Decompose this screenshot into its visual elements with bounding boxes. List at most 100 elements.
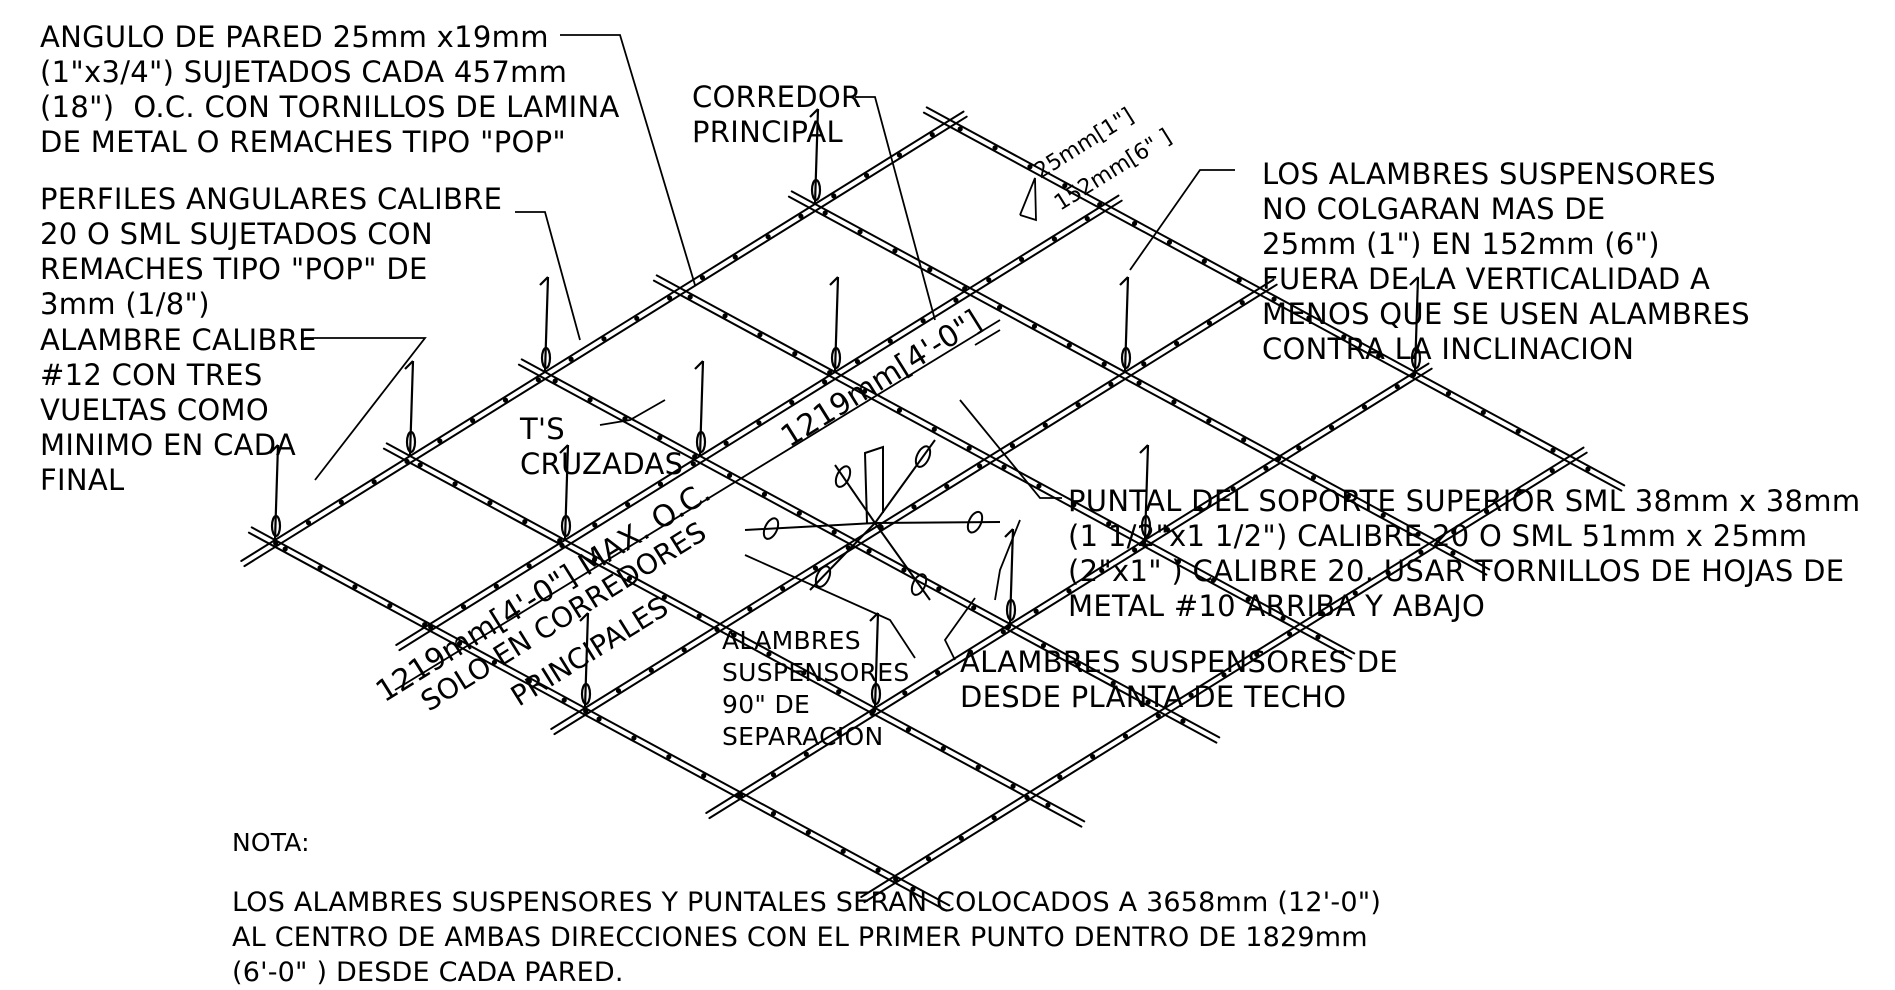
cross-tee-0-slot (831, 193, 837, 199)
main-runner-3-slot (1280, 615, 1286, 621)
cross-tee-3-slot (1033, 608, 1039, 614)
cross-tee-0-slot (863, 172, 870, 179)
cross-tee-3-slot (1394, 383, 1400, 390)
main-runner-2-slot (796, 510, 802, 516)
hanger-wire-hook-2 (694, 360, 704, 370)
cross-tee-0-slot (404, 458, 410, 465)
main-runner-4-slot (822, 210, 828, 216)
cross-tee-3-slot (902, 690, 908, 696)
label-alambres-separacion: ALAMBRES SUSPENSORES 90" DE SEPARACION (722, 626, 910, 751)
top-support-strut (744, 439, 1001, 601)
cross-tee-0-slot (798, 213, 804, 219)
cross-tee-0-slot (667, 295, 673, 301)
main-runner-4-slot (1171, 399, 1177, 405)
main-runner-4-slot (1136, 380, 1142, 386)
hanger-wire-hook-12 (404, 360, 414, 370)
hanger-wire-hook-3 (829, 276, 839, 286)
cross-tee-4-slot (1516, 488, 1523, 494)
splay-wire-loop-4 (910, 573, 928, 596)
cross-tee-0-slot (699, 274, 706, 281)
grid-members (240, 106, 1626, 912)
hanger-wire-twist-0 (270, 514, 282, 538)
cross-tee-4-slot (1418, 549, 1424, 555)
main-runner-1-slot (487, 500, 493, 506)
hanger-wire-twist-9 (1410, 346, 1422, 370)
cross-tee-4-slot (1057, 774, 1063, 780)
main-runner-3-slot (966, 445, 972, 451)
label-puntal-soporte: PUNTAL DEL SOPORTE SUPERIOR SML 38mm x 3… (1068, 484, 1861, 623)
cross-tee-0-slot (470, 417, 476, 424)
hanger-wire-twist-6 (1140, 514, 1152, 538)
cross-tee-4-slot (1287, 631, 1293, 637)
splay-wire-loop-2 (914, 445, 932, 468)
dim-line-lower (394, 319, 1001, 691)
main-runner-3-slot (1106, 521, 1112, 527)
main-runner-2-slot (587, 397, 593, 403)
cross-tee-4-slot (1090, 753, 1096, 760)
cross-tee-3-slot (738, 792, 744, 798)
main-runner-2 (520, 358, 1221, 739)
main-runner-4-slot (1380, 512, 1386, 518)
leader-lines (305, 34, 1235, 691)
cross-tee-1-slot (1051, 236, 1058, 242)
cross-tee-1-slot (559, 542, 565, 549)
leader-9 (994, 519, 1021, 601)
splay-wire-3 (874, 521, 1001, 524)
hanger-wires (269, 108, 1422, 709)
cross-tee-1-slot (625, 501, 631, 508)
main-runner-0-slot (596, 716, 602, 722)
main-runner-2-slot (901, 567, 907, 573)
cross-tee-2-slot (615, 688, 622, 694)
main-runner-5-slot (1341, 334, 1347, 340)
cross-tee-0-edge (243, 115, 968, 568)
cross-tee-4-slot (925, 856, 932, 862)
cross-tee-0-slot (568, 356, 574, 362)
cross-tee-4-slot (1254, 651, 1260, 658)
cross-tee-4-slot (1122, 733, 1129, 739)
cross-tee-3-slot (1296, 445, 1302, 451)
main-runner-4 (790, 190, 1491, 571)
cross-tee-2-slot (1141, 361, 1147, 367)
hanger-wire-0 (273, 444, 280, 541)
hanger-wire-hook-7 (579, 612, 589, 622)
main-runner-4-slot (1345, 493, 1351, 500)
hanger-wire-twist-12 (405, 430, 417, 454)
main-runner-3-slot (722, 313, 728, 319)
main-runner-0-slot (770, 810, 777, 817)
cross-tee-1-slot (460, 604, 467, 610)
cross-tee-1-slot (920, 318, 926, 324)
cross-tee-4-slot (1319, 610, 1326, 617)
dim-line-upper-tick (974, 329, 1001, 346)
main-runner-2-slot (936, 586, 942, 592)
cross-tee-1-slot (854, 358, 861, 365)
main-runner-5 (925, 106, 1626, 487)
main-runner-1-edge (382, 447, 1083, 828)
cross-tee-0-slot (765, 234, 771, 240)
cross-tee-2-slot (1206, 320, 1213, 326)
cross-tee-2-slot (911, 504, 917, 510)
main-runner-4-slot (1206, 418, 1212, 424)
cross-tee-3-slot (935, 669, 941, 676)
cross-tee-1-slot (526, 563, 532, 569)
hanger-wire-twist-7 (580, 682, 592, 706)
cross-tee-1-slot (887, 338, 893, 344)
label-corredor-principal: CORREDOR PRINCIPAL (692, 80, 862, 149)
cross-tee-2-slot (1042, 422, 1048, 428)
leader-5 (1129, 169, 1235, 271)
main-runner-5-slot (1131, 220, 1138, 227)
main-runner-5-slot (1445, 390, 1452, 397)
main-runner-4-slot (1031, 323, 1038, 329)
main-runner-4-slot (1415, 531, 1421, 537)
main-runner-2-slot (1110, 680, 1116, 686)
cross-tee-1-slot (592, 522, 598, 528)
cross-tee-3-slot (1164, 526, 1171, 533)
main-runner-5-slot (957, 126, 963, 132)
main-runner-1 (385, 442, 1086, 823)
cross-tee-1-slot (789, 399, 795, 406)
main-runner-1-slot (836, 689, 842, 695)
hanger-wire-twist-1 (560, 514, 572, 538)
main-runner-3-edge (652, 279, 1353, 660)
splay-wire-loop-0 (762, 517, 780, 540)
main-runner-4-slot (927, 267, 933, 273)
cross-tee-2-slot (1009, 442, 1016, 449)
